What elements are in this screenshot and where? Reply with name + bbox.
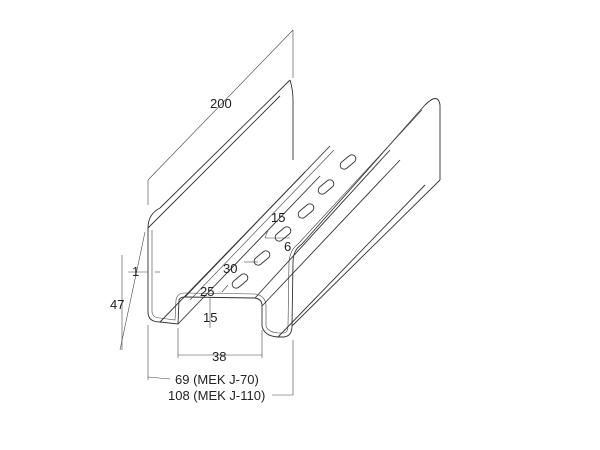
dim-channel-width-label: 38 [212,349,226,364]
dim-width-large-label: 108 (MEK J-110) [168,388,265,403]
slots [231,154,357,289]
dim-length-label: 200 [210,96,232,111]
dim-slot-pitch-label: 30 [223,261,237,276]
dim-height-label: 47 [110,297,124,312]
dim-slot-width-label: 6 [284,239,291,254]
edge-right-bottom [277,184,426,338]
edge-channel-right [261,159,401,307]
slot [231,273,249,289]
back-profile [289,79,441,180]
dim-width-small-label: 69 (MEK J-70) [175,372,259,387]
edge-right-top [301,104,426,245]
dim-slot-length-label: 15 [271,210,285,225]
dim-channel-depth-label: 15 [203,310,217,325]
front-profile [147,207,303,338]
profile-body [147,79,441,338]
slot [317,179,335,195]
edge-left-base [177,175,321,325]
edge-left-top-inner [147,95,281,229]
dimension-lines [119,29,294,396]
slot [253,250,271,266]
edge-left-top [159,79,291,209]
edge-channel-left-2 [189,149,335,301]
dim-thickness-label: 1 [132,264,139,279]
edge-right-top-inner [297,109,423,245]
edge-right-outer [291,179,441,327]
dim-slot-offset-label: 25 [200,284,214,299]
slot [297,203,315,219]
slot [339,154,357,170]
slot [274,226,292,242]
edge-channel-top-right [254,149,391,299]
front-profile-inner [151,230,299,334]
edge-channel-left [184,145,331,298]
